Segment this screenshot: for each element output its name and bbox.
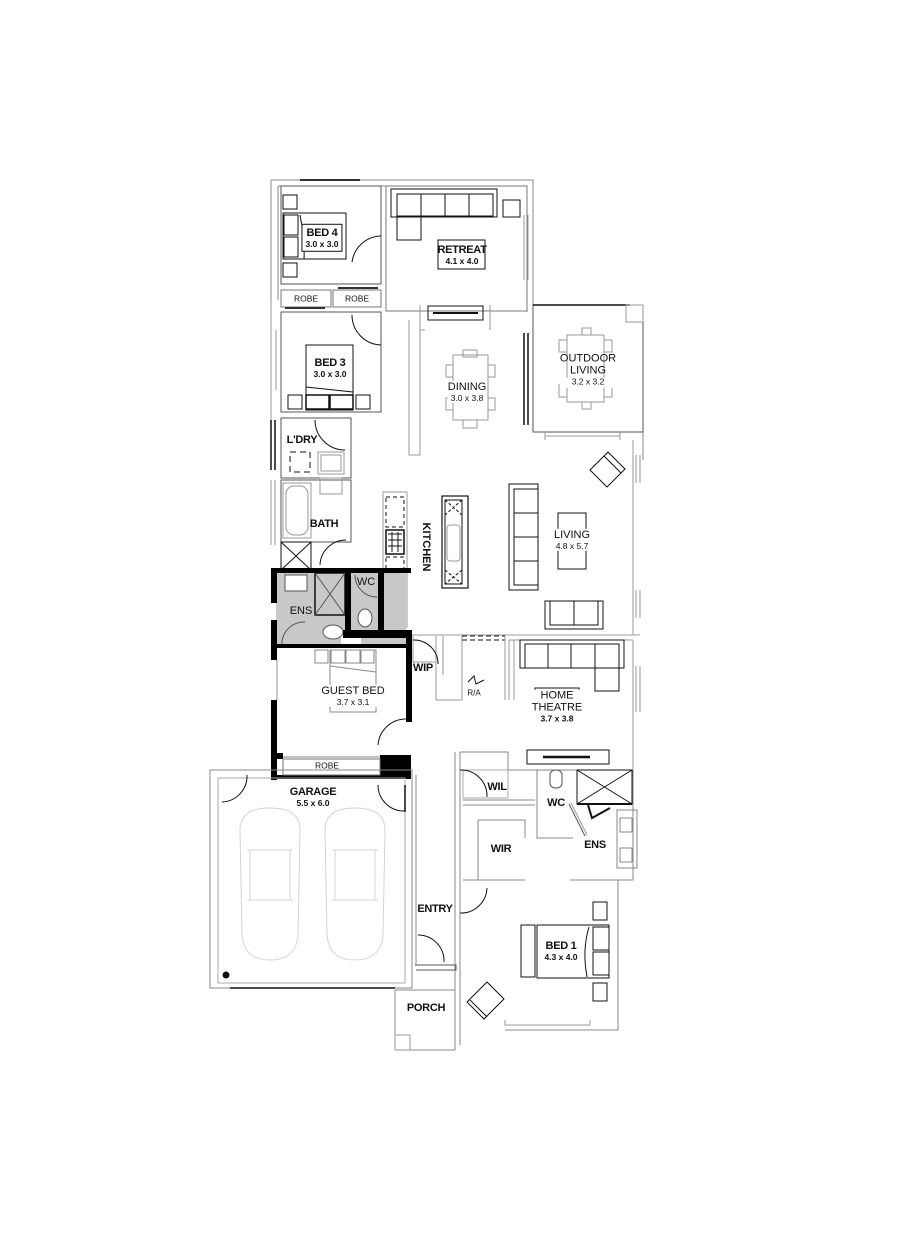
guest-suite-walls (271, 568, 412, 780)
room-label-robe-guest: ROBE (314, 760, 340, 771)
room-label-home-theatre: HOME THEATRE 3.7 x 3.8 (531, 689, 583, 725)
robes-top (280, 287, 382, 309)
room-label-bed3: BED 3 3.0 x 3.0 (313, 356, 347, 379)
room-label-kitchen: KITCHEN (420, 522, 433, 572)
bath-room (270, 477, 352, 571)
guest-bed-room (276, 649, 407, 776)
room-label-robe-bed4: ROBE (293, 293, 319, 304)
room-label-master-wc: WC (547, 796, 565, 809)
room-label-retreat: RETREAT 4.1 x 4.0 (437, 243, 487, 266)
garage-room (209, 769, 413, 989)
laundry-room (270, 417, 352, 479)
room-label-living: LIVING 4.8 x 5.7 (553, 528, 591, 552)
room-label-porch: PORCH (406, 1001, 446, 1014)
room-label-guest-wc: WC (356, 575, 376, 588)
room-label-bath: BATH (309, 517, 339, 530)
room-label-dining: DINING 3.0 x 3.8 (447, 380, 487, 404)
room-label-master-ensuite: ENS (584, 838, 606, 851)
room-label-ra: R/A (467, 688, 481, 698)
room-label-bed4: BED 4 3.0 x 3.0 (301, 223, 343, 253)
room-label-guest-bed: GUEST BED 3.7 x 3.1 (321, 684, 385, 708)
home-theatre-room (508, 639, 641, 770)
room-label-outdoor-living: OUTDOOR LIVING 3.2 x 3.2 (559, 352, 617, 388)
room-label-wir: WIR (490, 842, 512, 855)
outdoor-living-area (523, 304, 644, 440)
room-label-guest-ensuite: ENS (289, 604, 313, 617)
room-label-wil: WIL (487, 780, 507, 793)
living-area (408, 440, 641, 636)
room-label-entry: ENTRY (417, 902, 453, 915)
master-wing (403, 751, 634, 1051)
room-label-garage: GARAGE 5.5 x 6.0 (289, 785, 337, 808)
master-ensuite-fixtures (549, 769, 638, 869)
room-label-robe-bed3: ROBE (344, 293, 370, 304)
bed1-room (466, 901, 610, 1026)
room-label-laundry: L'DRY (286, 433, 318, 446)
room-label-wip: WIP (413, 661, 433, 674)
room-label-bed1: BED 1 4.3 x 4.0 (544, 939, 578, 962)
retreat-room (385, 185, 529, 330)
pantry-area (412, 635, 506, 701)
